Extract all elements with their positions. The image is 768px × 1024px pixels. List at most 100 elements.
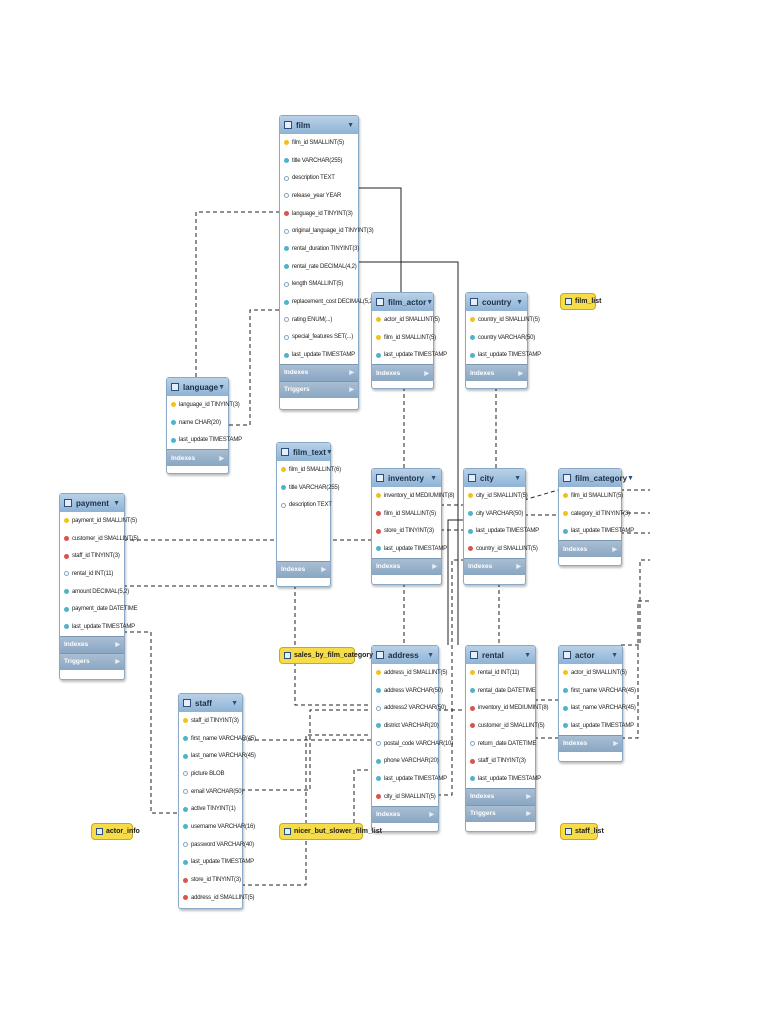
column-row[interactable]: release_year YEAR — [280, 187, 358, 205]
column-row[interactable]: picture BLOB — [179, 765, 242, 783]
table-staff[interactable]: staff▼staff_id TINYINT(3)first_name VARC… — [178, 693, 256, 909]
collapse-arrow-icon[interactable]: ▼ — [514, 474, 521, 482]
view-nicer-but-slower-film-list[interactable]: nicer_but_slower_film_list — [279, 823, 382, 840]
expand-triangle-icon[interactable]: ▶ — [526, 811, 531, 818]
column-row[interactable]: country_id SMALLINT(5) — [466, 311, 540, 329]
table-header[interactable]: film_text▼ — [277, 443, 333, 461]
expand-triangle-icon[interactable]: ▶ — [516, 564, 521, 571]
column-row[interactable]: customer_id SMALLINT(5) — [466, 717, 545, 735]
column-row[interactable]: address VARCHAR(50) — [372, 682, 443, 700]
section-indexes[interactable]: Indexes▶ — [277, 560, 330, 578]
view-staff-list[interactable]: staff_list — [560, 823, 604, 840]
table-film-category[interactable]: film_category▼film_id SMALLINT(5)categor… — [558, 468, 634, 566]
column-row[interactable]: rating ENUM(...) — [280, 311, 358, 329]
column-row[interactable]: country_id SMALLINT(5) — [464, 540, 538, 558]
column-row[interactable]: last_update TIMESTAMP — [466, 346, 541, 364]
table-film[interactable]: film▼film_id SMALLINT(5)title VARCHAR(25… — [279, 115, 374, 410]
expand-triangle-icon[interactable]: ▶ — [432, 564, 437, 571]
table-header[interactable]: address▼ — [372, 646, 438, 664]
column-row[interactable]: active TINYINT(1) — [179, 800, 242, 818]
column-row[interactable]: special_features SET(...) — [280, 329, 358, 347]
column-row[interactable]: last_name VARCHAR(45) — [179, 747, 256, 765]
expand-triangle-icon[interactable]: ▶ — [349, 370, 354, 377]
column-row[interactable]: first_name VARCHAR(45) — [179, 730, 256, 748]
expand-triangle-icon[interactable]: ▶ — [115, 642, 120, 649]
relationship-line[interactable] — [437, 559, 463, 796]
section-indexes[interactable]: Indexes▶ — [60, 635, 124, 653]
view-sales-by-film-category[interactable]: sales_by_film_category — [279, 647, 373, 664]
collapse-arrow-icon[interactable]: ▼ — [430, 474, 437, 482]
expand-triangle-icon[interactable]: ▶ — [518, 370, 523, 377]
expand-triangle-icon[interactable]: ▶ — [349, 387, 354, 394]
table-payment[interactable]: payment▼payment_id SMALLINT(5)customer_i… — [59, 493, 139, 680]
column-row[interactable]: last_name VARCHAR(45) — [559, 699, 636, 717]
column-row[interactable]: password VARCHAR(40) — [179, 836, 254, 854]
column-row[interactable]: rental_id INT(11) — [466, 664, 535, 682]
column-row[interactable]: language_id TINYINT(3) — [167, 396, 240, 414]
relationship-line[interactable] — [123, 631, 178, 814]
section-indexes[interactable]: Indexes▶ — [466, 364, 527, 382]
column-row[interactable]: last_update TIMESTAMP — [179, 854, 254, 872]
table-header[interactable]: payment▼ — [60, 494, 124, 512]
table-language[interactable]: language▼language_id TINYINT(3)name CHAR… — [166, 377, 242, 474]
collapse-arrow-icon[interactable]: ▼ — [426, 298, 434, 306]
relationship-line[interactable] — [241, 734, 371, 886]
section-triggers[interactable]: Triggers▶ — [466, 804, 535, 822]
table-address[interactable]: address▼address_id SMALLINT(5)address VA… — [371, 645, 453, 832]
collapse-arrow-icon[interactable]: ▼ — [427, 651, 434, 659]
column-row[interactable]: rental_date DATETIME — [466, 682, 536, 700]
column-row[interactable]: staff_id TINYINT(3) — [179, 712, 242, 730]
table-header[interactable]: inventory▼ — [372, 469, 441, 487]
collapse-arrow-icon[interactable]: ▼ — [516, 298, 523, 306]
column-row[interactable]: first_name VARCHAR(45) — [559, 682, 636, 700]
column-row[interactable]: staff_id TINYINT(3) — [60, 547, 124, 565]
expand-triangle-icon[interactable]: ▶ — [115, 659, 120, 666]
collapse-arrow-icon[interactable]: ▼ — [627, 474, 634, 482]
column-row[interactable]: last_update TIMESTAMP — [167, 431, 242, 449]
column-row[interactable]: rental_duration TINYINT(3) — [280, 240, 359, 258]
column-row[interactable]: title VARCHAR(255) — [277, 479, 340, 497]
column-row[interactable]: inventory_id MEDIUMINT(8) — [466, 699, 549, 717]
column-row[interactable]: country VARCHAR(50) — [466, 329, 535, 347]
column-row[interactable]: customer_id SMALLINT(5) — [60, 530, 139, 548]
collapse-arrow-icon[interactable]: ▼ — [347, 121, 354, 129]
table-inventory[interactable]: inventory▼inventory_id MEDIUMINT(8)film_… — [371, 468, 455, 585]
column-row[interactable]: film_id SMALLINT(5) — [559, 487, 623, 505]
column-row[interactable]: category_id TINYINT(3) — [559, 505, 630, 523]
column-row[interactable]: rental_rate DECIMAL(4,2) — [280, 258, 358, 276]
column-row[interactable]: last_update TIMESTAMP — [280, 346, 358, 364]
column-row[interactable]: rental_id INT(11) — [60, 565, 124, 583]
table-film-actor[interactable]: film_actor▼actor_id SMALLINT(5)film_id S… — [371, 292, 447, 389]
section-triggers[interactable]: Triggers▶ — [280, 380, 358, 398]
table-header[interactable]: staff▼ — [179, 694, 242, 712]
section-indexes[interactable]: Indexes▶ — [280, 363, 358, 381]
column-row[interactable]: film_id SMALLINT(5) — [280, 134, 358, 152]
relationship-line[interactable] — [621, 559, 650, 646]
column-row[interactable]: amount DECIMAL(5,2) — [60, 583, 129, 601]
section-indexes[interactable]: Indexes▶ — [372, 364, 433, 382]
section-indexes[interactable]: Indexes▶ — [466, 787, 535, 805]
column-row[interactable]: email VARCHAR(50) — [179, 783, 243, 801]
column-row[interactable]: return_date DATETIME — [466, 735, 536, 753]
table-header[interactable]: film▼ — [280, 116, 358, 134]
column-row[interactable]: phone VARCHAR(20) — [372, 752, 439, 770]
expand-triangle-icon[interactable]: ▶ — [321, 567, 326, 574]
column-row[interactable]: last_update TIMESTAMP — [559, 522, 634, 540]
section-indexes[interactable]: Indexes▶ — [167, 449, 228, 467]
section-indexes[interactable]: Indexes▶ — [464, 557, 525, 575]
expand-triangle-icon[interactable]: ▶ — [429, 812, 434, 818]
section-indexes[interactable]: Indexes▶ — [372, 557, 441, 575]
expand-triangle-icon[interactable]: ▶ — [613, 741, 618, 748]
column-row[interactable]: film_id SMALLINT(5) — [372, 505, 441, 523]
column-row[interactable]: film_id SMALLINT(6) — [277, 461, 341, 479]
column-row[interactable]: postal_code VARCHAR(10) — [372, 735, 453, 753]
section-indexes[interactable]: Indexes▶ — [372, 805, 438, 823]
column-row[interactable]: address_id SMALLINT(5) — [179, 889, 254, 907]
view-film-list[interactable]: film_list — [560, 293, 601, 310]
table-header[interactable]: rental▼ — [466, 646, 535, 664]
relationship-line[interactable] — [523, 489, 559, 501]
collapse-arrow-icon[interactable]: ▼ — [524, 651, 531, 659]
table-city[interactable]: city▼city_id SMALLINT(5)city VARCHAR(50)… — [463, 468, 539, 585]
section-indexes[interactable]: Indexes▶ — [559, 540, 621, 558]
column-row[interactable]: district VARCHAR(20) — [372, 717, 439, 735]
